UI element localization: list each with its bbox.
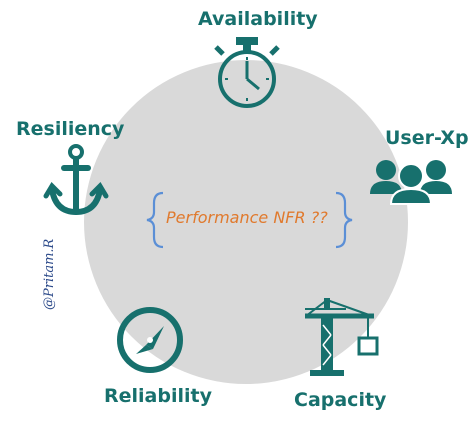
node-label-resiliency: Resiliency <box>16 118 125 140</box>
node-label-availability: Availability <box>198 8 318 30</box>
left-brace <box>146 191 164 249</box>
node-label-capacity: Capacity <box>294 389 387 411</box>
node-label-user-xp: User-Xp <box>385 127 469 149</box>
users-group-icon <box>370 160 452 205</box>
node-label-reliability: Reliability <box>104 385 212 407</box>
center-label: Performance NFR ?? <box>166 208 328 227</box>
right-brace <box>335 191 353 249</box>
anchor-icon <box>43 144 109 216</box>
watermark: @Pritam.R <box>42 238 57 310</box>
stopwatch-icon <box>214 37 280 108</box>
crane-icon <box>305 298 379 376</box>
compass-icon <box>117 307 183 373</box>
